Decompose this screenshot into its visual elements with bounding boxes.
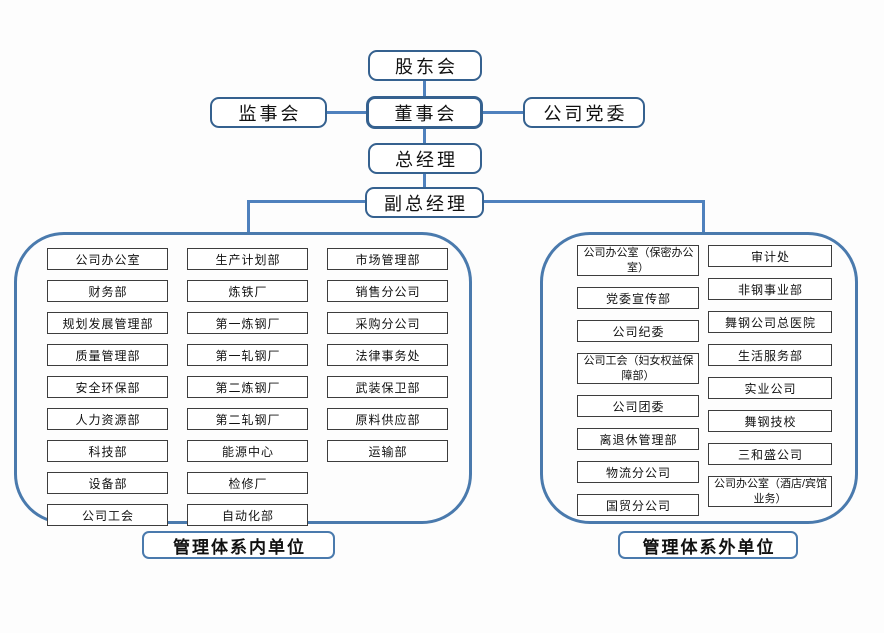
- org-unit: 财务部: [47, 280, 168, 302]
- org-unit: 物流分公司: [577, 461, 699, 483]
- org-unit: 武装保卫部: [327, 376, 448, 398]
- org-unit: 运输部: [327, 440, 448, 462]
- connector-dgm-internal-h: [247, 200, 366, 203]
- org-unit: 炼铁厂: [187, 280, 308, 302]
- external-units-caption: 管理体系外单位: [618, 531, 798, 559]
- connector-dgm-internal-v: [247, 200, 250, 233]
- connector-supervisory-board: [327, 111, 368, 114]
- org-unit: 舞钢公司总医院: [708, 311, 832, 333]
- org-unit: 公司办公室（保密办公室）: [577, 245, 699, 276]
- internal-column-1: 公司办公室 财务部 规划发展管理部 质量管理部 安全环保部 人力资源部 科技部 …: [47, 248, 168, 526]
- org-unit: 第一轧钢厂: [187, 344, 308, 366]
- org-unit: 公司纪委: [577, 320, 699, 342]
- org-unit: 销售分公司: [327, 280, 448, 302]
- connector-board-gm: [423, 129, 426, 144]
- node-shareholders: 股东会: [368, 50, 482, 81]
- org-unit: 第二轧钢厂: [187, 408, 308, 430]
- org-unit: 采购分公司: [327, 312, 448, 334]
- org-unit: 舞钢技校: [708, 410, 832, 432]
- node-party-committee: 公司党委: [523, 97, 645, 128]
- org-unit: 生活服务部: [708, 344, 832, 366]
- org-unit: 生产计划部: [187, 248, 308, 270]
- org-unit: 设备部: [47, 472, 168, 494]
- internal-units-caption: 管理体系内单位: [142, 531, 335, 559]
- internal-units-container: 公司办公室 财务部 规划发展管理部 质量管理部 安全环保部 人力资源部 科技部 …: [14, 232, 472, 526]
- connector-gm-dgm: [423, 173, 426, 188]
- org-unit: 市场管理部: [327, 248, 448, 270]
- org-unit: 能源中心: [187, 440, 308, 462]
- external-units-container: 公司办公室（保密办公室） 党委宣传部 公司纪委 公司工会（妇女权益保障部） 公司…: [540, 232, 858, 524]
- node-supervisory-board: 监事会: [210, 97, 327, 128]
- connector-dgm-external-v: [702, 200, 705, 233]
- org-unit: 公司工会（妇女权益保障部）: [577, 353, 699, 384]
- org-unit: 公司办公室: [47, 248, 168, 270]
- node-general-manager: 总经理: [368, 143, 482, 174]
- org-unit: 第一炼钢厂: [187, 312, 308, 334]
- org-unit: 科技部: [47, 440, 168, 462]
- org-unit: 自动化部: [187, 504, 308, 526]
- org-unit: 党委宣传部: [577, 287, 699, 309]
- org-unit: 检修厂: [187, 472, 308, 494]
- org-unit: 公司工会: [47, 504, 168, 526]
- node-board-of-directors: 董事会: [366, 96, 483, 129]
- org-unit: 第二炼钢厂: [187, 376, 308, 398]
- connector-dgm-external-h: [484, 200, 705, 203]
- org-unit: 质量管理部: [47, 344, 168, 366]
- org-unit: 人力资源部: [47, 408, 168, 430]
- org-unit: 离退休管理部: [577, 428, 699, 450]
- org-unit: 规划发展管理部: [47, 312, 168, 334]
- org-unit: 国贸分公司: [577, 494, 699, 516]
- org-unit: 公司办公室（酒店/宾馆业务）: [708, 476, 832, 507]
- internal-column-3: 市场管理部 销售分公司 采购分公司 法律事务处 武装保卫部 原料供应部 运输部: [327, 248, 448, 462]
- org-unit: 三和盛公司: [708, 443, 832, 465]
- org-unit: 审计处: [708, 245, 832, 267]
- org-unit: 公司团委: [577, 395, 699, 417]
- org-unit: 非钢事业部: [708, 278, 832, 300]
- internal-column-2: 生产计划部 炼铁厂 第一炼钢厂 第一轧钢厂 第二炼钢厂 第二轧钢厂 能源中心 检…: [187, 248, 308, 526]
- org-unit: 安全环保部: [47, 376, 168, 398]
- connector-shareholders-board: [423, 80, 426, 98]
- node-deputy-general-manager: 副总经理: [365, 187, 484, 218]
- org-unit: 实业公司: [708, 377, 832, 399]
- org-unit: 原料供应部: [327, 408, 448, 430]
- connector-board-party: [483, 111, 524, 114]
- org-unit: 法律事务处: [327, 344, 448, 366]
- external-column-2: 审计处 非钢事业部 舞钢公司总医院 生活服务部 实业公司 舞钢技校 三和盛公司 …: [708, 245, 832, 507]
- external-column-1: 公司办公室（保密办公室） 党委宣传部 公司纪委 公司工会（妇女权益保障部） 公司…: [577, 245, 699, 516]
